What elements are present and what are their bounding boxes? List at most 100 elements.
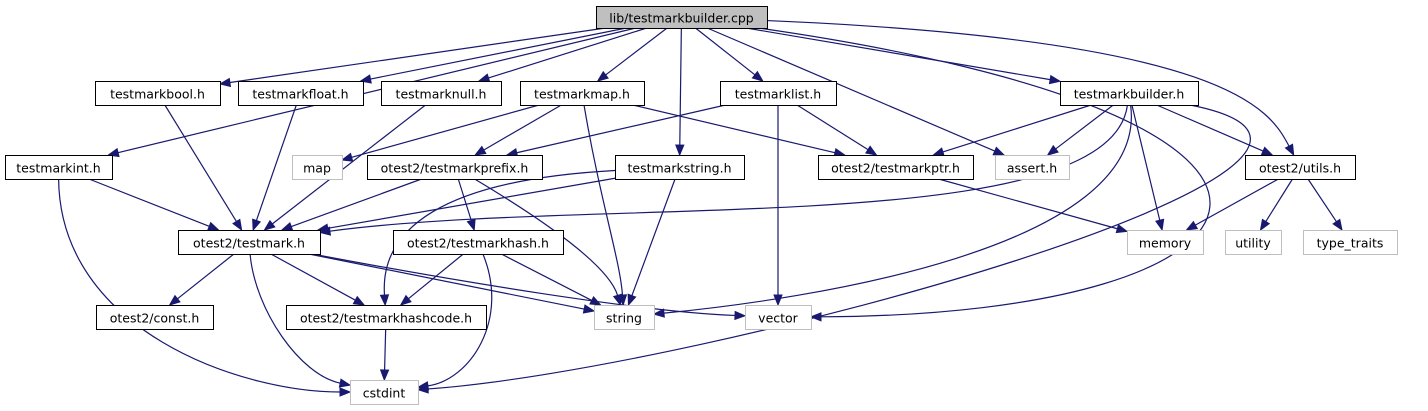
node-label: testmarknull.h xyxy=(396,87,487,102)
edge-arrowhead xyxy=(865,145,878,156)
edge-line xyxy=(631,178,676,296)
edge-testmarkbuilder-to-string xyxy=(652,104,1132,318)
node-label: otest2/testmarkprefix.h xyxy=(381,161,529,176)
edge-testmark-to-string xyxy=(308,253,596,314)
edge-arrowhead xyxy=(773,294,783,307)
edge-arrowhead xyxy=(1155,218,1165,232)
node-testmarkbuilder[interactable]: testmarkbuilder.h xyxy=(1060,81,1199,106)
edge-testmark-to-const xyxy=(168,253,235,306)
node-box xyxy=(95,81,221,106)
node-testmarkptr[interactable]: otest2/testmarkptr.h xyxy=(818,155,974,180)
edge-line xyxy=(249,253,341,384)
edge-testmarkbuilder-to-testmarkptr xyxy=(932,104,1092,157)
node-box xyxy=(393,230,564,255)
edge-testmarkptr-to-memory xyxy=(938,178,1129,234)
edge-root-to-testmarkstring xyxy=(675,27,685,157)
edge-line xyxy=(312,253,736,317)
edges-layer xyxy=(58,19,1343,397)
edge-line xyxy=(370,27,627,80)
node-box xyxy=(381,81,502,106)
node-testmarkfloat[interactable]: testmarkfloat.h xyxy=(238,81,364,106)
edge-testmarkmap-to-testmarkprefix xyxy=(474,104,562,156)
edge-line xyxy=(488,27,647,79)
node-label: lib/testmarkbuilder.cpp xyxy=(609,11,754,26)
edge-arrowhead xyxy=(168,294,181,306)
node-testmarknull[interactable]: testmarknull.h xyxy=(381,81,502,106)
node-type-traits: type_traits xyxy=(1303,230,1398,255)
edge-arrowhead xyxy=(675,144,685,157)
node-testmarkint[interactable]: testmarkint.h xyxy=(5,155,113,180)
nodes-layer: lib/testmarkbuilder.cpp testmarkint.h test… xyxy=(5,6,1398,405)
node-testmark[interactable]: otest2/testmark.h xyxy=(178,230,321,255)
node-testmarkhash[interactable]: otest2/testmarkhash.h xyxy=(393,230,564,255)
edge-root-to-utils xyxy=(766,19,1295,157)
edge-testmarkbuilder-to-memory xyxy=(1131,104,1165,232)
node-box xyxy=(1225,230,1282,255)
edge-arrowhead xyxy=(232,218,243,232)
node-testmarklist[interactable]: testmarklist.h xyxy=(720,81,837,106)
edge-arrowhead xyxy=(263,219,276,231)
node-label: testmarkbuilder.h xyxy=(1074,87,1185,102)
edge-line xyxy=(766,19,1290,147)
edge-testmarklist-to-vector xyxy=(773,105,783,307)
edge-line xyxy=(457,178,472,221)
edge-line xyxy=(1307,178,1337,223)
node-string: string xyxy=(594,305,655,330)
edge-arrowhead xyxy=(218,77,232,88)
node-box xyxy=(1060,81,1199,106)
node-testmarkmap[interactable]: testmarkmap.h xyxy=(520,81,645,106)
edge-line xyxy=(501,253,593,301)
edge-root-to-testmarkfloat xyxy=(359,27,627,84)
edge-line xyxy=(663,104,1132,314)
node-utils[interactable]: otest2/utils.h xyxy=(1245,155,1356,180)
node-testmarkbool[interactable]: testmarkbool.h xyxy=(95,81,221,106)
edge-testmarkint-to-testmark xyxy=(88,178,220,231)
edge-arrowhead xyxy=(612,293,622,307)
node-label: assert.h xyxy=(1007,161,1057,176)
edge-line xyxy=(383,328,387,371)
node-label: map xyxy=(303,161,331,176)
edge-testmarkbool-to-testmark xyxy=(164,104,243,232)
edge-line xyxy=(632,104,836,154)
edge-arrowhead xyxy=(992,146,1006,156)
edge-line xyxy=(327,177,616,229)
edge-line xyxy=(1156,104,1264,152)
edge-line xyxy=(1131,104,1161,221)
node-label: otest2/const.h xyxy=(110,311,200,326)
node-testmarkprefix[interactable]: otest2/testmarkprefix.h xyxy=(367,155,543,180)
node-const[interactable]: otest2/const.h xyxy=(96,305,214,330)
edge-root-to-testmarkint xyxy=(107,27,636,158)
node-testmarkstring[interactable]: testmarkstring.h xyxy=(615,155,745,180)
edge-arrowhead xyxy=(1259,218,1271,232)
node-label: testmarkbool.h xyxy=(110,87,205,102)
edge-arrowhead xyxy=(477,73,491,83)
edge-arrowhead xyxy=(379,294,390,307)
edge-testmarkmap-to-map xyxy=(340,104,540,162)
edge-line xyxy=(679,27,682,146)
edge-line xyxy=(583,104,624,296)
node-label: otest2/testmarkhash.h xyxy=(407,236,549,251)
node-label: cstdint xyxy=(363,386,406,401)
node-box xyxy=(292,155,343,180)
edge-line xyxy=(351,104,540,158)
node-root[interactable]: lib/testmarkbuilder.cpp xyxy=(596,6,768,29)
edge-arrowhead xyxy=(1048,74,1062,85)
node-testmarkhashcode[interactable]: otest2/testmarkhashcode.h xyxy=(286,305,487,330)
edge-testmarkbuilder-to-assert xyxy=(1046,104,1114,156)
node-box xyxy=(596,6,768,29)
edge-testmarkhash-to-string xyxy=(501,253,602,306)
edge-line xyxy=(177,253,235,300)
edge-root-to-testmarkmap xyxy=(596,27,668,82)
edge-arrowhead xyxy=(466,218,476,232)
edge-line xyxy=(427,253,493,387)
node-box xyxy=(350,380,419,405)
edge-arrowhead xyxy=(107,147,120,158)
node-box xyxy=(818,155,974,180)
node-vector: vector xyxy=(745,305,812,330)
node-box xyxy=(367,155,543,180)
edge-arrowhead xyxy=(932,147,945,157)
edge-arrowhead xyxy=(1332,218,1343,232)
edge-root-to-testmarknull xyxy=(477,27,647,83)
edge-line xyxy=(746,27,1051,81)
